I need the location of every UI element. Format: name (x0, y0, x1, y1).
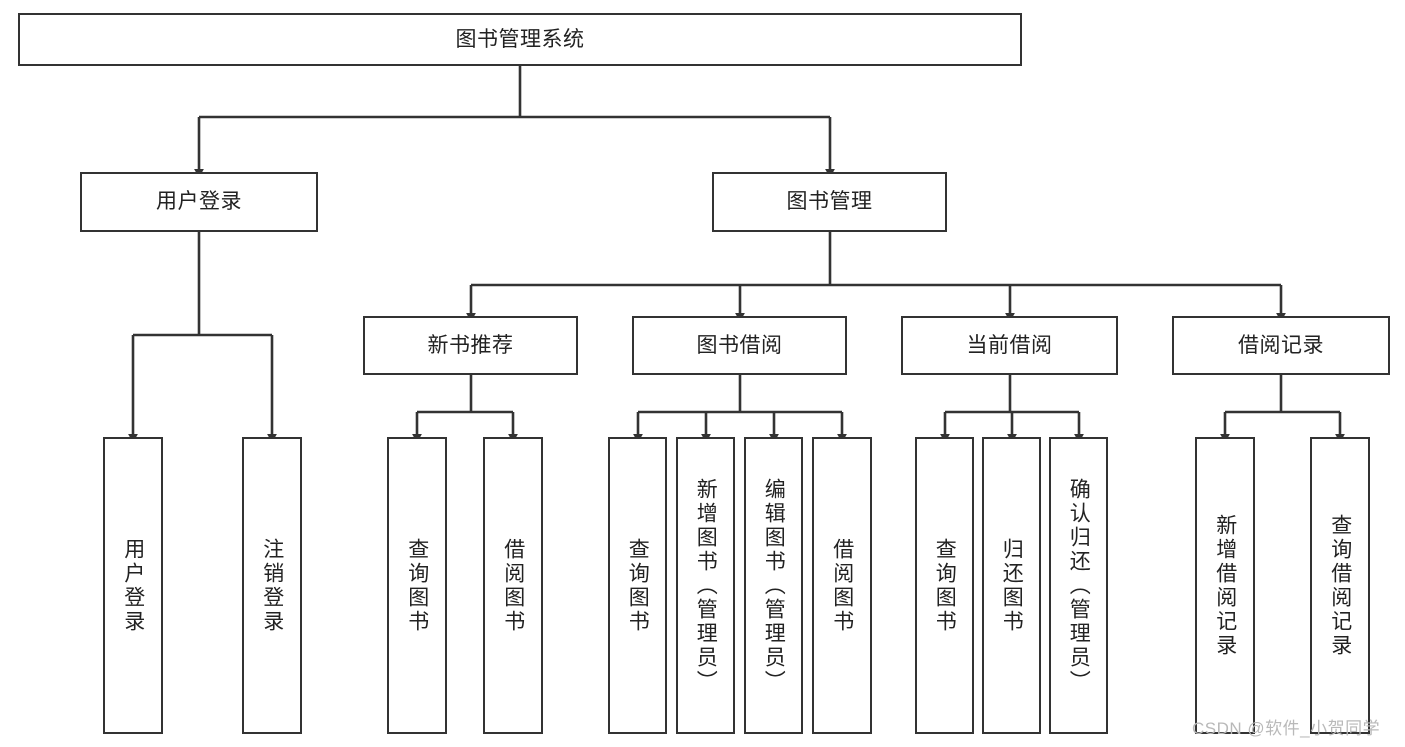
node-label: 当前借阅 (966, 333, 1053, 357)
node-label: 查询图书 (626, 537, 650, 634)
node-leaf-cu-query[interactable]: 查询图书 (915, 437, 974, 734)
node-label: 查询图书 (405, 537, 429, 634)
node-newbook[interactable]: 新书推荐 (363, 316, 578, 375)
node-root[interactable]: 图书管理系统 (18, 13, 1022, 66)
node-label: 用户登录 (156, 190, 242, 214)
node-label: 图书管理 (786, 190, 873, 214)
node-records[interactable]: 借阅记录 (1172, 316, 1390, 375)
node-leaf-bk-borrow[interactable]: 借阅图书 (812, 437, 872, 734)
node-current[interactable]: 当前借阅 (901, 316, 1118, 375)
node-label: 查询图书 (933, 537, 957, 634)
node-leaf-bk-add[interactable]: 新增图书（管理员） (676, 437, 735, 734)
node-leaf-rc-query[interactable]: 查询借阅记录 (1310, 437, 1370, 734)
node-label: 图书借阅 (696, 333, 783, 357)
node-label: 新增图书（管理员） (694, 477, 718, 694)
node-leaf-user-logout[interactable]: 注销登录 (242, 437, 302, 734)
node-login[interactable]: 用户登录 (80, 172, 318, 232)
node-leaf-user-login[interactable]: 用户登录 (103, 437, 163, 734)
node-label: 借阅记录 (1238, 333, 1324, 357)
node-leaf-bk-edit[interactable]: 编辑图书（管理员） (744, 437, 803, 734)
node-borrow[interactable]: 图书借阅 (632, 316, 847, 375)
node-leaf-cu-return[interactable]: 归还图书 (982, 437, 1041, 734)
node-leaf-bk-query[interactable]: 查询图书 (608, 437, 667, 734)
node-label: 编辑图书（管理员） (762, 477, 786, 694)
node-label: 借阅图书 (830, 537, 854, 634)
node-label: 确认归还（管理员） (1067, 477, 1091, 694)
node-label: 新书推荐 (427, 333, 514, 357)
node-leaf-cu-confirm[interactable]: 确认归还（管理员） (1049, 437, 1108, 734)
node-leaf-rc-add[interactable]: 新增借阅记录 (1195, 437, 1255, 734)
node-label: 新增借阅记录 (1213, 513, 1237, 658)
node-label: 查询借阅记录 (1328, 513, 1352, 658)
node-label: 借阅图书 (501, 537, 525, 634)
node-label: 归还图书 (1000, 537, 1024, 634)
node-leaf-nb-query[interactable]: 查询图书 (387, 437, 447, 734)
csdn-watermark: CSDN @软件_小贺同学 (1192, 719, 1381, 738)
node-label: 图书管理系统 (455, 27, 585, 51)
node-bookmgmt[interactable]: 图书管理 (712, 172, 947, 232)
node-label: 用户登录 (121, 537, 145, 634)
node-label: 注销登录 (260, 537, 284, 634)
node-leaf-nb-borrow[interactable]: 借阅图书 (483, 437, 543, 734)
